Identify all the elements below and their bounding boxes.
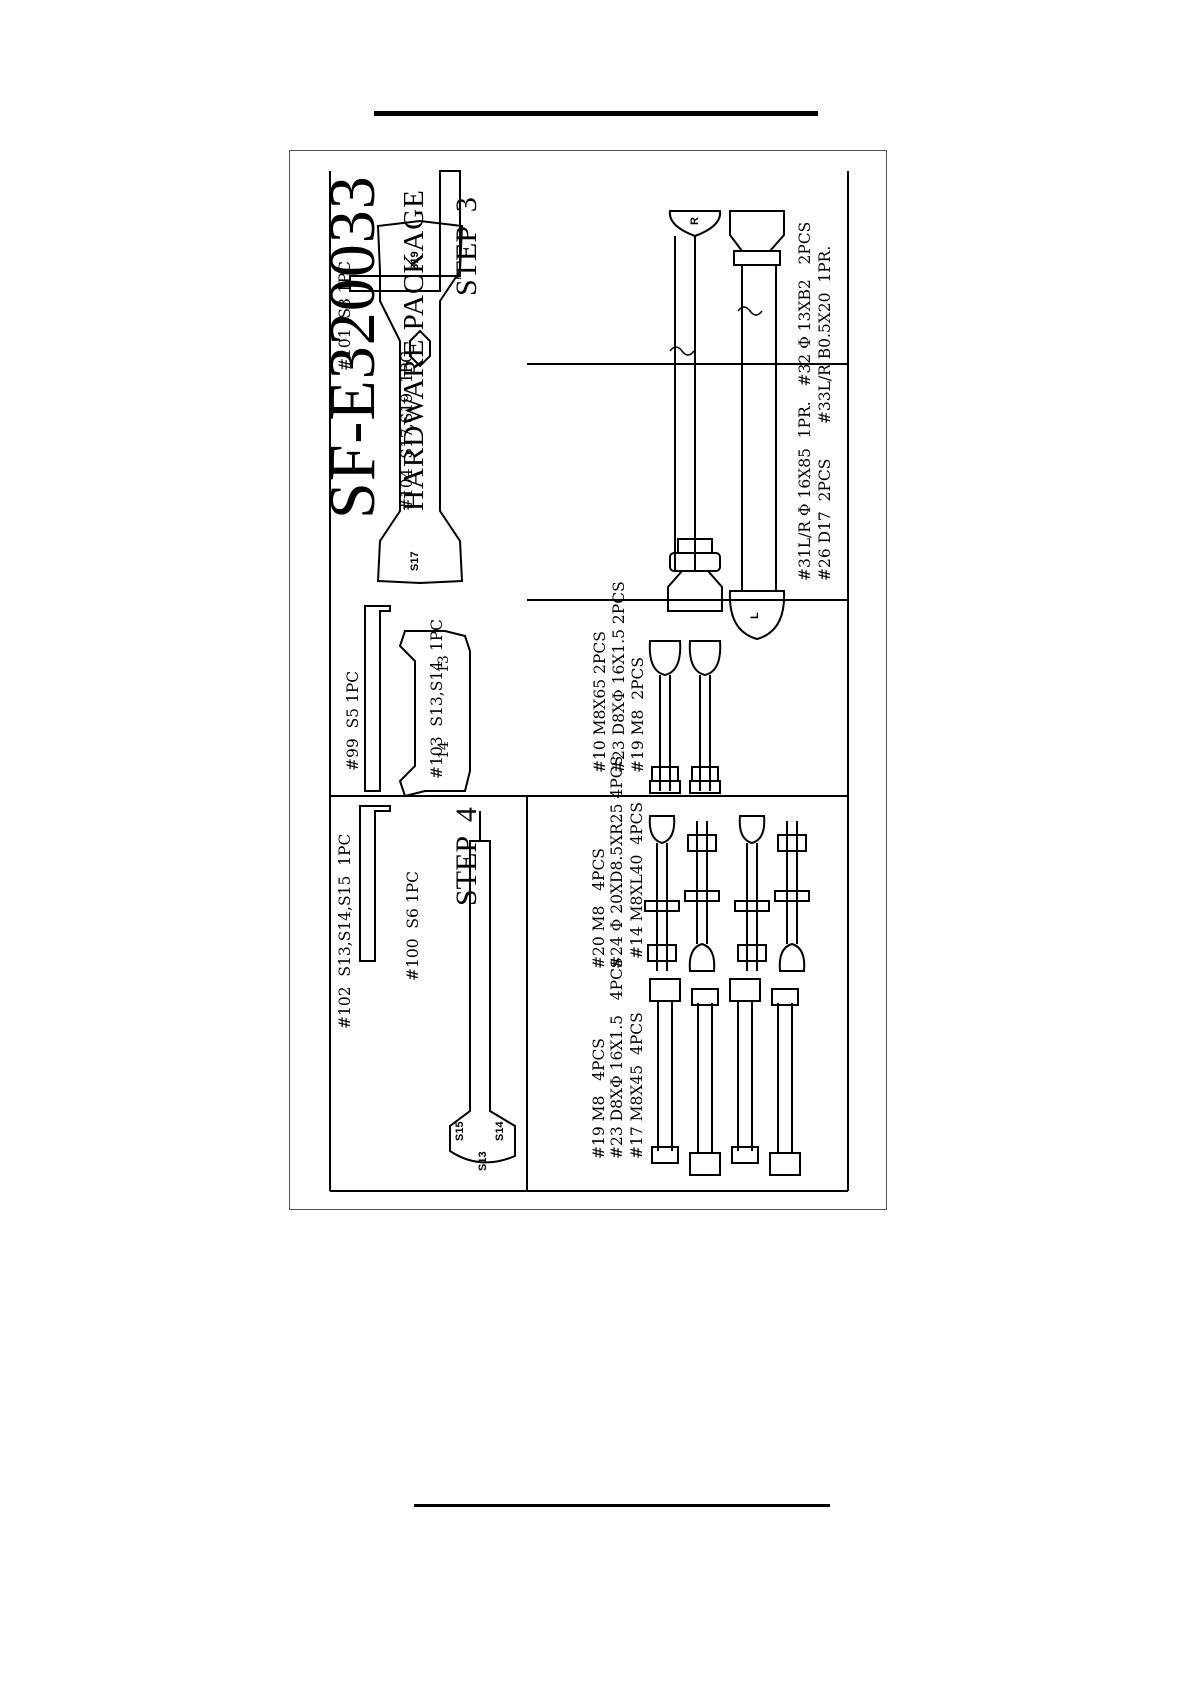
step4-label-5: #23 D8XΦ 16X1.5 4PCS [608,957,626,1159]
step3-label-5: #19 M8 2PCS [629,657,647,773]
wrench-103-drawing [398,630,471,798]
hardware-panel: SF-E320033 HARDWARE PACKAGE STEP 3 R L #… [289,150,887,1210]
step4-label-3: #20 M8 4PCS [590,848,608,969]
bottom-rule [414,1504,830,1507]
step3-label-3: #10 M8X65 2PCS [591,631,609,773]
mark-s13: S13 [477,1151,489,1171]
axle-mark-left: L [749,612,761,619]
step3-label-1: #31L/R Φ 16X85 1PR. #32 Φ 13XB2 2PCS [796,221,814,581]
multi-wrench-102-drawing [449,840,516,1164]
bolt-pair-step3 [648,640,722,794]
top-rule [374,111,818,116]
tool-99-label: #99 S5 1PC [344,670,362,771]
tool-102-label: #102 S13,S14,S15 1PC [336,833,354,1029]
tool-104-label: #104 S17,S19 1PC [398,350,416,511]
mark-13: 13 [436,655,452,673]
tool-101-label: #101 S8 1PC [336,261,354,371]
tool-100-label: #100 S6 1PC [404,871,422,981]
mark-14: 14 [436,741,452,759]
step4-label-2: #24 Φ 20XD8.5XR25 4PCS [608,755,626,969]
mark-s19: S19 [409,251,421,271]
step4-label-4: #17 M8X45 4PCS [628,1012,646,1159]
allen-key-101-drawing [349,170,461,292]
step3-heading: STEP 3 [450,197,483,296]
mark-s14: S14 [494,1121,506,1141]
axle-mark-right: R [689,217,701,225]
step3-label-4: #23 D8XΦ 16X1.5 2PCS [610,581,628,773]
step4-heading: STEP 4 [450,807,483,906]
mark-s15: S15 [454,1121,466,1141]
axle-left-drawing [728,210,786,641]
mark-s17: S17 [409,551,421,571]
bolts-step4-left [644,815,810,972]
allen-key-99-drawing [364,605,391,792]
rotated-content: SF-E320033 HARDWARE PACKAGE STEP 3 R L #… [290,151,888,1211]
wrench-104-drawing [376,219,464,585]
step4-label-6: #19 M8 4PCS [590,1038,608,1159]
hex-opening [409,329,431,368]
axle-right-drawing [667,210,723,612]
hardware-drawing [329,170,849,1192]
bolts-step4-right [649,978,801,1176]
step4-label-1: #14 M8XL40 4PCS [628,801,646,959]
allen-key-100-drawing [359,805,391,962]
step3-label-2: #26 D17 2PCS #33L/R B0.5X20 1PR. [816,245,834,581]
